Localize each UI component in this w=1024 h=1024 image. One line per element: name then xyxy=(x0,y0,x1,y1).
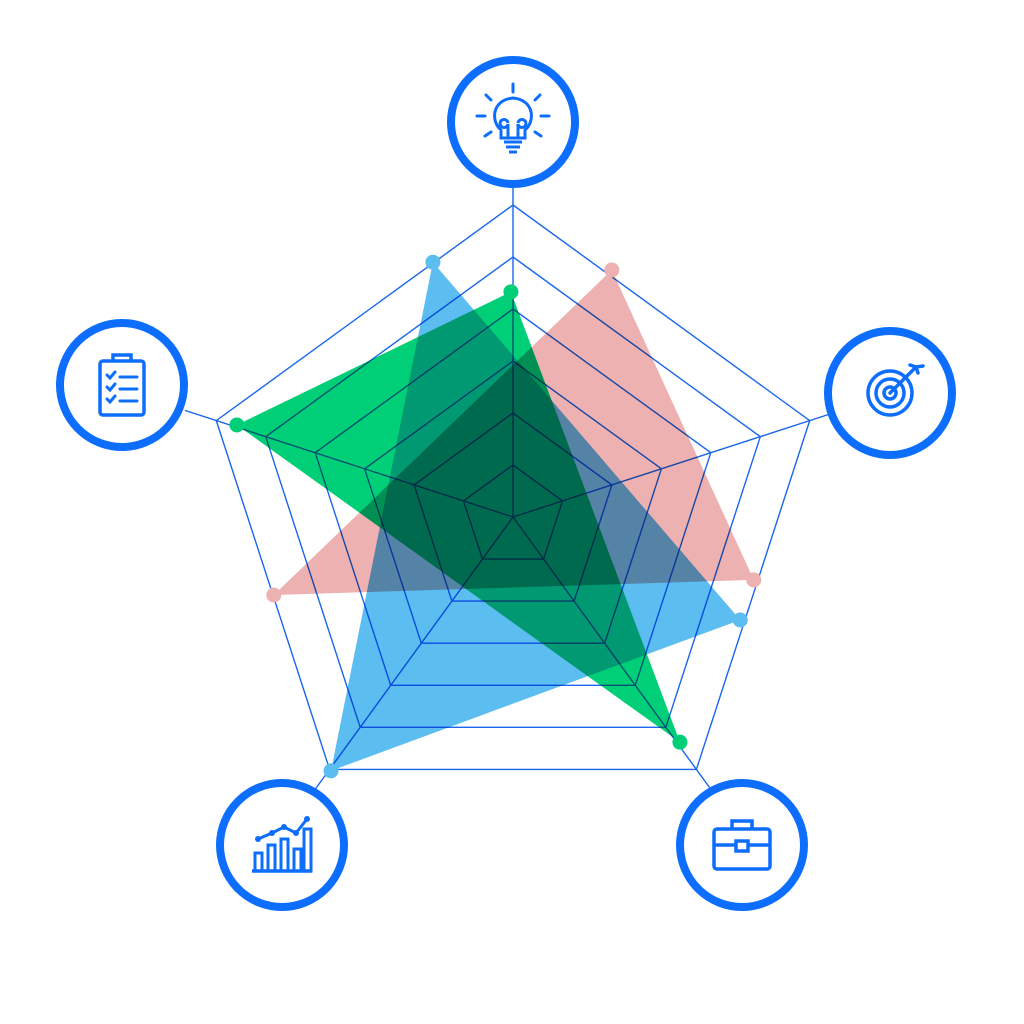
series-green-area xyxy=(236,291,680,743)
radar-series xyxy=(229,254,762,779)
series-red-point xyxy=(604,262,620,278)
series-green-point xyxy=(229,417,245,433)
series-green-point xyxy=(503,284,519,300)
bar-chart-icon xyxy=(252,816,313,873)
axis-icon-circle xyxy=(447,56,579,188)
series-red-point xyxy=(266,587,282,603)
target-icon xyxy=(866,363,925,417)
axis-icons xyxy=(56,56,956,911)
briefcase-icon xyxy=(712,819,772,871)
axis-icon-circle xyxy=(676,779,808,911)
series-blue-point xyxy=(425,254,441,270)
series-blue-point xyxy=(732,612,748,628)
series-green-point xyxy=(672,734,688,750)
grid-ring xyxy=(215,204,811,771)
series-red-point xyxy=(746,572,762,588)
axis-icon-circle xyxy=(56,319,188,451)
series-blue-point xyxy=(323,763,339,779)
clipboard-checklist-icon xyxy=(98,353,146,417)
lightbulb-icon xyxy=(475,82,551,154)
